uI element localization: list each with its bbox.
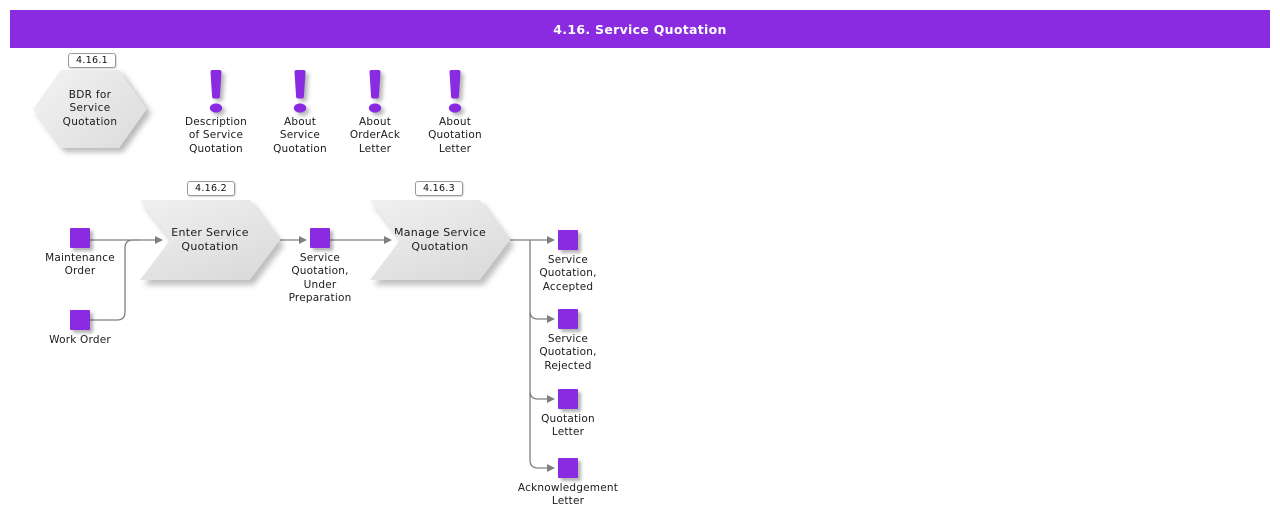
artifact-label: Service Quotation, Rejected — [539, 333, 597, 372]
note-about-quotation-letter[interactable]: About Quotation Letter — [400, 68, 510, 156]
document-square-icon[interactable] — [70, 310, 90, 330]
document-square-icon[interactable] — [558, 458, 578, 478]
document-square-icon[interactable] — [558, 230, 578, 250]
exclamation-icon — [448, 70, 462, 113]
artifact-label: Service Quotation, Under Preparation — [288, 252, 352, 305]
note-description-of-service-quotation[interactable]: Description of Service Quotation — [161, 68, 271, 156]
note-label: About Service Quotation — [273, 116, 327, 155]
artifact-work-order[interactable]: Work Order — [15, 310, 145, 347]
note-label: About Quotation Letter — [428, 116, 482, 155]
header-bar: 4.16. Service Quotation — [10, 10, 1270, 48]
document-square-icon[interactable] — [558, 309, 578, 329]
note-about-orderack-letter[interactable]: About OrderAck Letter — [320, 68, 430, 156]
exclamation-icon — [209, 70, 223, 113]
note-label: Description of Service Quotation — [184, 116, 247, 155]
artifact-maintenance-order[interactable]: Maintenance Order — [15, 228, 145, 279]
artifact-service-quotation-rejected[interactable]: Service Quotation, Rejected — [503, 309, 633, 373]
step-label: Manage Service Quotation — [370, 200, 510, 280]
step-tag-bdr: 4.16.1 — [67, 53, 117, 68]
artifact-quotation-letter[interactable]: Quotation Letter — [503, 389, 633, 440]
step-tag-enter: 4.16.2 — [186, 181, 236, 196]
step-enter-service-quotation[interactable]: Enter Service Quotation — [140, 200, 280, 280]
step-manage-service-quotation[interactable]: Manage Service Quotation — [370, 200, 510, 280]
artifact-service-quotation-accepted[interactable]: Service Quotation, Accepted — [503, 230, 633, 294]
step-tag-manage: 4.16.3 — [414, 181, 464, 196]
artifact-service-quotation-under-preparation[interactable]: Service Quotation, Under Preparation — [255, 228, 385, 306]
bdr-hexagon-label: BDR for Service Quotation — [33, 70, 147, 148]
document-square-icon[interactable] — [70, 228, 90, 248]
artifact-label: Service Quotation, Accepted — [539, 254, 597, 293]
artifact-acknowledgement-letter[interactable]: Acknowledgement Letter — [503, 458, 633, 509]
exclamation-icon — [368, 70, 382, 113]
document-square-icon[interactable] — [310, 228, 330, 248]
artifact-label: Quotation Letter — [541, 413, 595, 439]
page-title: 4.16. Service Quotation — [553, 21, 727, 37]
artifact-label: Maintenance Order — [45, 252, 115, 278]
document-square-icon[interactable] — [558, 389, 578, 409]
note-about-service-quotation[interactable]: About Service Quotation — [245, 68, 355, 156]
artifact-label: Acknowledgement Letter — [517, 482, 619, 508]
bdr-hexagon[interactable]: BDR for Service Quotation — [33, 70, 147, 148]
artifact-label: Work Order — [49, 334, 111, 346]
exclamation-icon — [293, 70, 307, 113]
note-label: About OrderAck Letter — [349, 116, 401, 155]
